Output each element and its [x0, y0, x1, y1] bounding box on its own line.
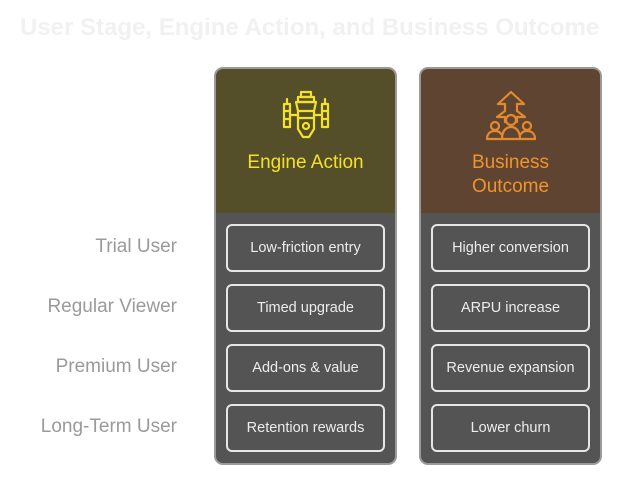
engine-action-cell: Low-friction entry	[226, 224, 385, 272]
business-outcome-column: Business Outcome Higher conversion ARPU …	[419, 67, 602, 465]
row-label-regular-viewer: Regular Viewer	[47, 296, 177, 317]
business-outcome-header: Business Outcome	[421, 69, 600, 213]
diagram-title: User Stage, Engine Action, and Business …	[20, 14, 600, 41]
row-label-trial-user: Trial User	[95, 236, 177, 257]
row-label-long-term-user: Long-Term User	[40, 416, 177, 437]
engine-action-cell: Retention rewards	[226, 404, 385, 452]
engine-action-title: Engine Action	[247, 152, 364, 173]
row-label-premium-user: Premium User	[55, 356, 177, 377]
growth-people-icon	[485, 90, 536, 141]
engine-action-cell: Timed upgrade	[226, 284, 385, 332]
business-outcome-title: Business Outcome	[471, 152, 550, 197]
business-outcome-cell: Revenue expansion	[431, 344, 590, 392]
engine-action-header: Engine Action	[216, 69, 395, 213]
business-outcome-cell: Higher conversion	[431, 224, 590, 272]
engine-action-cell: Add-ons & value	[226, 344, 385, 392]
business-outcome-cell: Lower churn	[431, 404, 590, 452]
business-outcome-cell: ARPU increase	[431, 284, 590, 332]
spark-plug-icon	[282, 90, 329, 139]
engine-action-column: Engine Action Low-friction entry Timed u…	[214, 67, 397, 465]
